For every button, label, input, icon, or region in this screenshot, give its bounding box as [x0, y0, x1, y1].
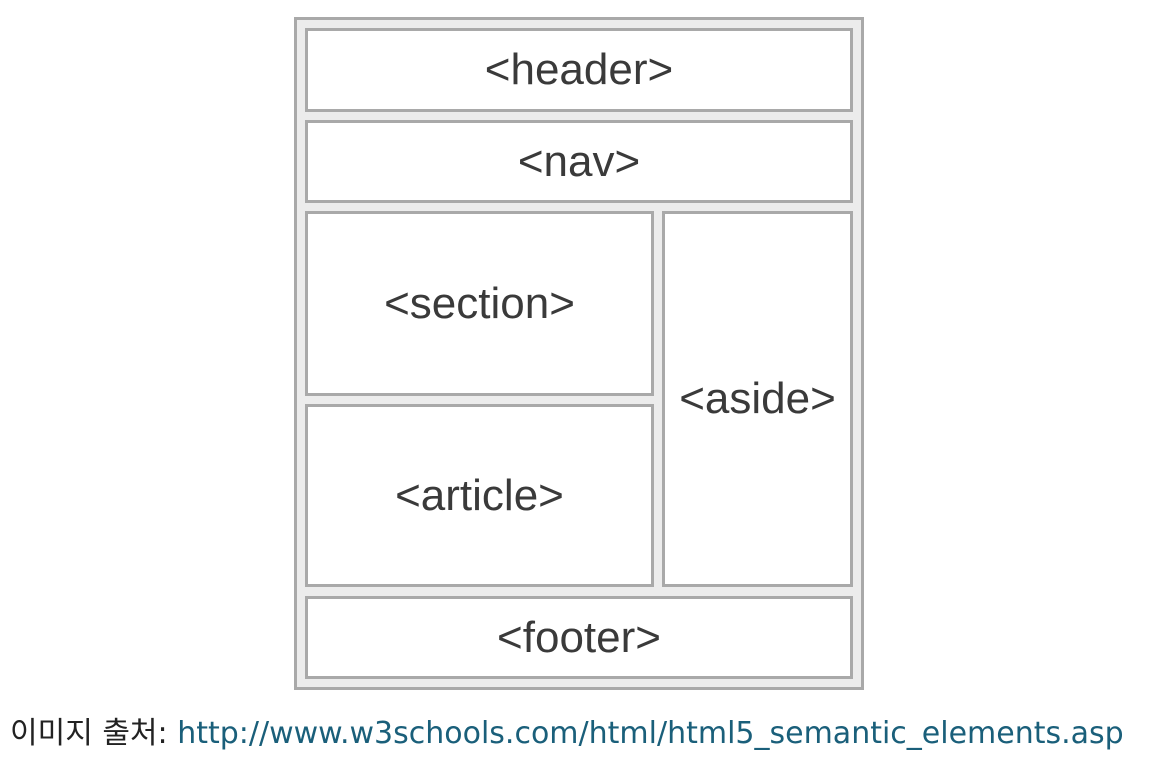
header-block: <header> [305, 28, 853, 112]
nav-block: <nav> [305, 120, 853, 203]
aside-block: <aside> [662, 211, 853, 587]
source-link[interactable]: http://www.w3schools.com/html/html5_sema… [177, 716, 1124, 751]
image-source-caption: 이미지 출처: http://www.w3schools.com/html/ht… [10, 712, 1124, 756]
article-block: <article> [305, 404, 654, 587]
section-block: <section> [305, 211, 654, 396]
semantic-layout-diagram: <header> <nav> <section> <article> <asid… [294, 17, 864, 690]
caption-label: 이미지 출처: [10, 716, 178, 751]
footer-block: <footer> [305, 596, 853, 679]
